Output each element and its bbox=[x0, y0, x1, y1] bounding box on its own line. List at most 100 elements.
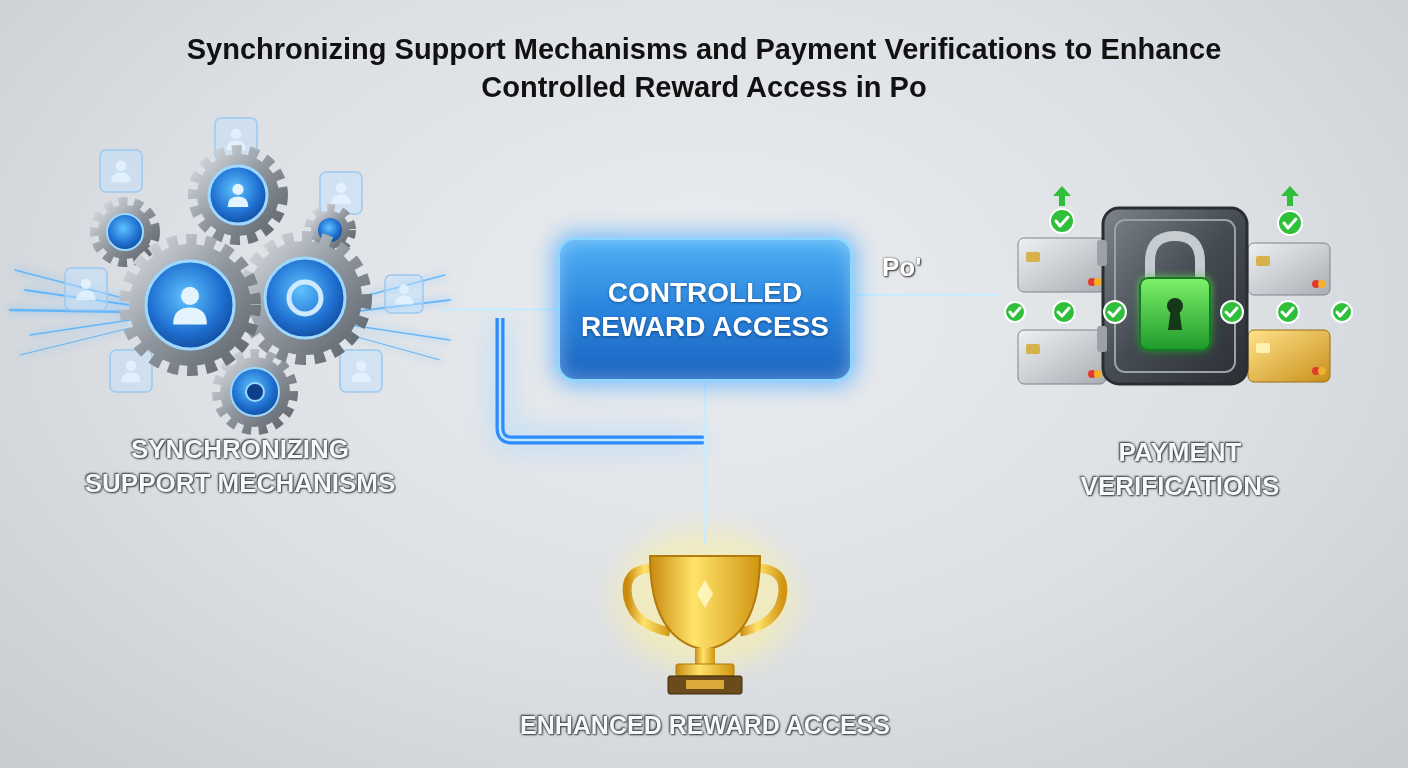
check-marks-part-part bbox=[1278, 211, 1302, 235]
gear-part bbox=[196, 153, 280, 237]
profile-icons-part bbox=[111, 161, 131, 183]
node-label: SYNCHRONIZING SUPPORT MECHANISMS bbox=[70, 432, 410, 500]
flow-arrow bbox=[701, 382, 710, 545]
trophy-part bbox=[650, 556, 760, 650]
diagram-title: Synchronizing Support Mechanisms and Pay… bbox=[179, 30, 1229, 106]
check-marks-part-part bbox=[1053, 186, 1071, 206]
check-marks-part bbox=[1010, 217, 1347, 316]
trophy-part bbox=[615, 530, 795, 670]
profile-cards-part bbox=[340, 350, 382, 392]
trophy-part bbox=[668, 676, 742, 694]
gear-part bbox=[98, 205, 152, 259]
flow-arrow bbox=[853, 291, 1000, 300]
payment-cards-part bbox=[1248, 243, 1330, 295]
profile-cards-part bbox=[100, 150, 142, 192]
check-marks-part-part bbox=[1056, 217, 1068, 226]
gear-part bbox=[265, 258, 345, 338]
support-gears: SYNCHRONIZING SUPPORT MECHANISMS bbox=[40, 150, 440, 420]
process-box: CONTROLLED REWARD ACCESS bbox=[557, 237, 853, 382]
check-marks-part-part bbox=[1104, 301, 1126, 323]
gear-part bbox=[246, 383, 264, 401]
edge-label: Po' bbox=[882, 252, 921, 283]
payment-cards-part bbox=[1026, 344, 1040, 354]
trophy-part bbox=[697, 580, 713, 608]
gear-part bbox=[129, 244, 251, 366]
profile-icons bbox=[76, 129, 413, 383]
trophy-part bbox=[676, 664, 734, 676]
check-marks-part bbox=[1005, 209, 1352, 323]
box-text: CONTROLLED REWARD ACCESS bbox=[560, 276, 850, 344]
gear-part bbox=[231, 368, 279, 416]
trophy bbox=[615, 530, 795, 694]
payment-cards-part bbox=[1018, 238, 1106, 292]
check-marks-part-part bbox=[1281, 186, 1299, 206]
check-marks-part-part bbox=[1221, 301, 1243, 323]
payment-cards-part bbox=[1256, 343, 1270, 353]
gear-part bbox=[228, 184, 249, 207]
payment-cards-part bbox=[1256, 256, 1270, 266]
flow-arrow-core bbox=[704, 382, 707, 545]
payment-vault: PAYMENT VERIFICATIONS bbox=[1000, 195, 1360, 395]
profile-cards-part bbox=[385, 275, 423, 313]
profile-icons-part bbox=[76, 279, 96, 301]
check-marks-part-part bbox=[1282, 308, 1293, 316]
profile-cards-part bbox=[65, 268, 107, 310]
gear bbox=[247, 240, 363, 356]
profile-icons-part bbox=[121, 361, 141, 383]
payment-cards-part bbox=[1094, 278, 1102, 286]
trophy-part bbox=[686, 680, 724, 689]
payment-cards-part bbox=[1094, 370, 1102, 378]
check-marks-part-part bbox=[1277, 301, 1299, 323]
gear-part bbox=[247, 240, 363, 356]
gear-part bbox=[289, 282, 321, 314]
flow-arrow-core bbox=[853, 294, 1000, 297]
payment-cards-part bbox=[1318, 280, 1326, 288]
check-marks-part-part bbox=[1010, 308, 1020, 316]
vault-part bbox=[1097, 240, 1107, 266]
gear bbox=[128, 243, 252, 367]
gear-part bbox=[219, 356, 291, 428]
check-marks-part-part bbox=[1337, 308, 1347, 316]
gear bbox=[219, 356, 291, 428]
check-marks-part-part bbox=[1053, 301, 1075, 323]
gear-part bbox=[97, 204, 153, 260]
profile-cards bbox=[65, 118, 423, 392]
payment-cards-part bbox=[1018, 330, 1106, 384]
gear-part bbox=[107, 214, 143, 250]
payment-cards-part bbox=[1026, 252, 1040, 262]
reward-trophy: ENHANCED REWARD ACCESS bbox=[625, 545, 785, 695]
check-marks-part-part bbox=[1226, 308, 1237, 316]
flow-arrow-core bbox=[440, 308, 557, 311]
trophy-part bbox=[695, 648, 715, 666]
payment-cards-part bbox=[1248, 330, 1330, 382]
gear-part bbox=[197, 154, 279, 236]
flow-arrow bbox=[440, 305, 557, 314]
profile-cards-part bbox=[320, 172, 362, 214]
check-marks bbox=[1000, 186, 1352, 323]
gear-part bbox=[209, 166, 267, 224]
profile-icons-part bbox=[331, 183, 351, 205]
check-marks-part-part bbox=[1005, 302, 1025, 322]
gear-part bbox=[128, 243, 252, 367]
gear bbox=[97, 204, 153, 260]
profile-cards-part bbox=[110, 350, 152, 392]
node-label: ENHANCED REWARD ACCESS bbox=[475, 709, 935, 741]
check-marks-part-part bbox=[1058, 308, 1069, 316]
vault-part bbox=[1140, 278, 1210, 350]
vault-part bbox=[1097, 326, 1107, 352]
gear-cluster bbox=[97, 153, 363, 428]
vault bbox=[1097, 208, 1247, 384]
profile-icons-part bbox=[351, 361, 371, 383]
node-label: PAYMENT VERIFICATIONS bbox=[1045, 435, 1315, 503]
check-marks-part-part bbox=[1284, 219, 1296, 228]
payment-cards-part bbox=[1318, 367, 1326, 375]
profile-icons-part bbox=[395, 284, 413, 304]
vault-part bbox=[1150, 236, 1200, 282]
gear-part bbox=[220, 357, 290, 427]
vault-part bbox=[1103, 208, 1247, 384]
light-streaks-part bbox=[30, 320, 130, 335]
check-marks-part bbox=[1053, 186, 1299, 206]
check-marks-part-part bbox=[1109, 308, 1120, 316]
